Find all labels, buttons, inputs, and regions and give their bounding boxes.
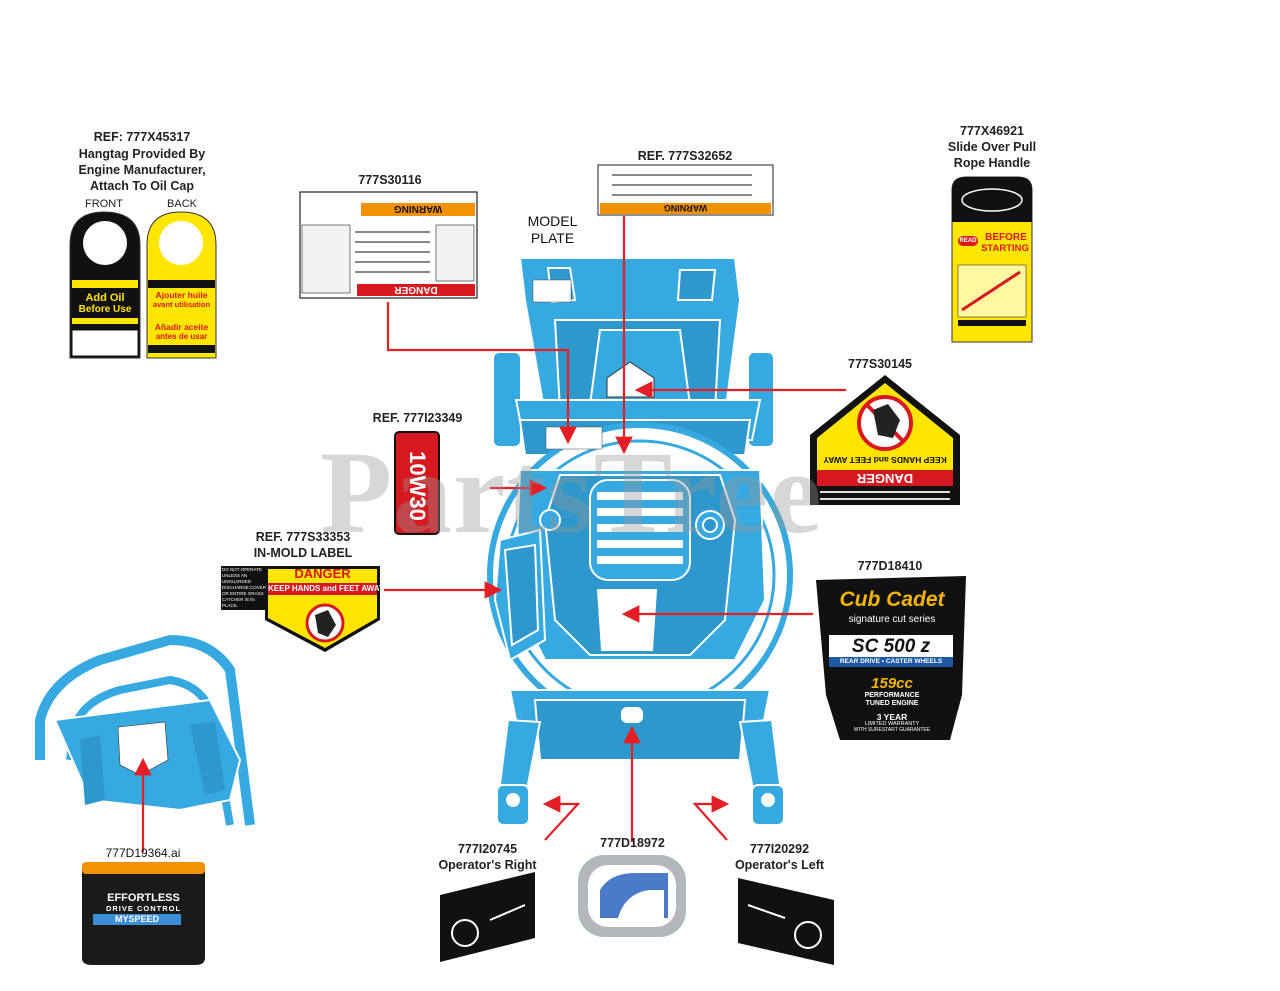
operator-left-label [738,878,834,965]
warning-label-777S32652 [597,164,774,216]
myspeed-line-3: MYSPEED [114,914,159,924]
rear-guard-danger: DANGER [856,471,914,486]
op-left-desc: Operator's Left [734,858,825,872]
brand-model: SC 500 z [851,636,931,657]
in-mold-side-2: UNLESS AN [222,573,248,578]
hangtag-back [146,211,217,359]
brand-warranty-3: WITH SURESTART GUARANTEE [853,727,931,733]
brand-engine-2: TUNED ENGINE [865,700,919,707]
handle-label-ref: REF. 777S32652 [637,149,733,163]
brand-series: signature cut series [848,614,936,625]
center-logo-label [578,855,686,937]
handle-label-header: WARNING [663,203,708,213]
warning-label-ref: 777S30116 [358,173,422,187]
hangtag-back-text-2: avant utilisation [152,300,211,309]
handle-illustration [35,635,255,826]
op-left-ref: 777I20292 [749,842,810,856]
pull-handle-read: READ [958,236,978,246]
hangtag-desc-1: Hangtag Provided By [78,147,206,161]
in-mold-side-5: OR ENTIRE GRASS [222,591,264,596]
brand-warranty-2: LIMITED WARRANTY [864,721,920,727]
oil-label-text: 10W30 [405,451,430,521]
in-mold-side-3: UNGUARDED [222,579,252,584]
in-mold-side-4: DISCHARGE COVER [222,585,267,590]
pull-handle-before: BEFORE [985,232,1027,243]
brand-label-ref: 777D18410 [857,559,923,573]
in-mold-danger-label [221,566,380,652]
in-mold-keep-text: KEEP HANDS and FEET AWAY [268,584,385,593]
in-mold-desc: IN-MOLD LABEL [253,546,353,560]
hangtag-desc-2: Engine Manufacturer, [78,163,206,177]
pull-handle-desc-2: Rope Handle [953,156,1031,170]
brand-label-777D18410 [816,576,966,740]
warning-label-header: WARNING [393,203,443,214]
in-mold-danger: DANGER [294,566,351,581]
myspeed-line-2: DRIVE CONTROL [105,904,182,913]
myspeed-line-1: EFFORTLESS [107,892,180,904]
op-right-desc: Operator's Right [438,858,537,872]
center-logo-ref: 777D18972 [600,836,665,850]
hangtag-front [69,211,141,359]
in-mold-side-7: PLACE. [222,603,239,608]
brand-engine-cc: 159cc [871,675,913,692]
watermark: PartsTree [320,427,823,558]
hangtag-back-text-3: Añadir aceite [154,322,209,332]
pull-handle-ref: 777X46921 [960,124,1024,138]
hangtag-back-label: BACK [167,198,197,210]
oil-label-ref: REF. 777I23349 [372,411,463,425]
operator-right-label [440,872,535,962]
model-plate-line-2: PLATE [530,230,575,246]
hangtag-front-text-2: Before Use [78,304,132,315]
in-mold-ref: REF. 777S33353 [255,530,351,544]
hangtag-back-text-4: antes de usar [155,332,208,341]
rear-guard-ref: 777S30145 [848,357,912,371]
warning-label-777S30116 [299,191,478,299]
hangtag-front-text-1: Add Oil [85,292,125,304]
op-right-ref: 777I20745 [457,842,518,856]
in-mold-side-6: CATCHER IS IN [222,597,255,602]
myspeed-ref: 777D19364.ai [105,846,181,860]
oil-label-10w30 [394,431,440,535]
mower-illustration [487,257,793,826]
brand-name: Cub Cadet [839,588,945,611]
hangtag-front-label: FRONT [85,198,123,210]
hangtag-back-text-1: Ajouter huile [155,290,208,300]
brand-drive: REAR DRIVE • CASTER WHEELS [839,658,943,665]
callout-arrows [134,216,846,852]
model-plate-line-1: MODEL [527,213,578,229]
danger-label-header: DANGER [394,284,438,295]
pull-handle-tag [951,176,1033,343]
in-mold-side-1: DO NOT OPERATE [222,567,262,572]
myspeed-label [82,862,205,965]
pull-handle-desc-1: Slide Over Pull [947,140,1037,154]
brand-engine-1: PERFORMANCE [864,692,920,699]
hangtag-ref: REF: 777X45317 [93,130,191,144]
danger-label-777S30145 [810,375,960,505]
hangtag-desc-3: Attach To Oil Cap [90,179,194,193]
pull-handle-starting: STARTING [981,243,1029,254]
rear-guard-text: KEEP HANDS and FEET AWAY [823,455,947,465]
brand-warranty-1: 3 YEAR [876,712,908,722]
